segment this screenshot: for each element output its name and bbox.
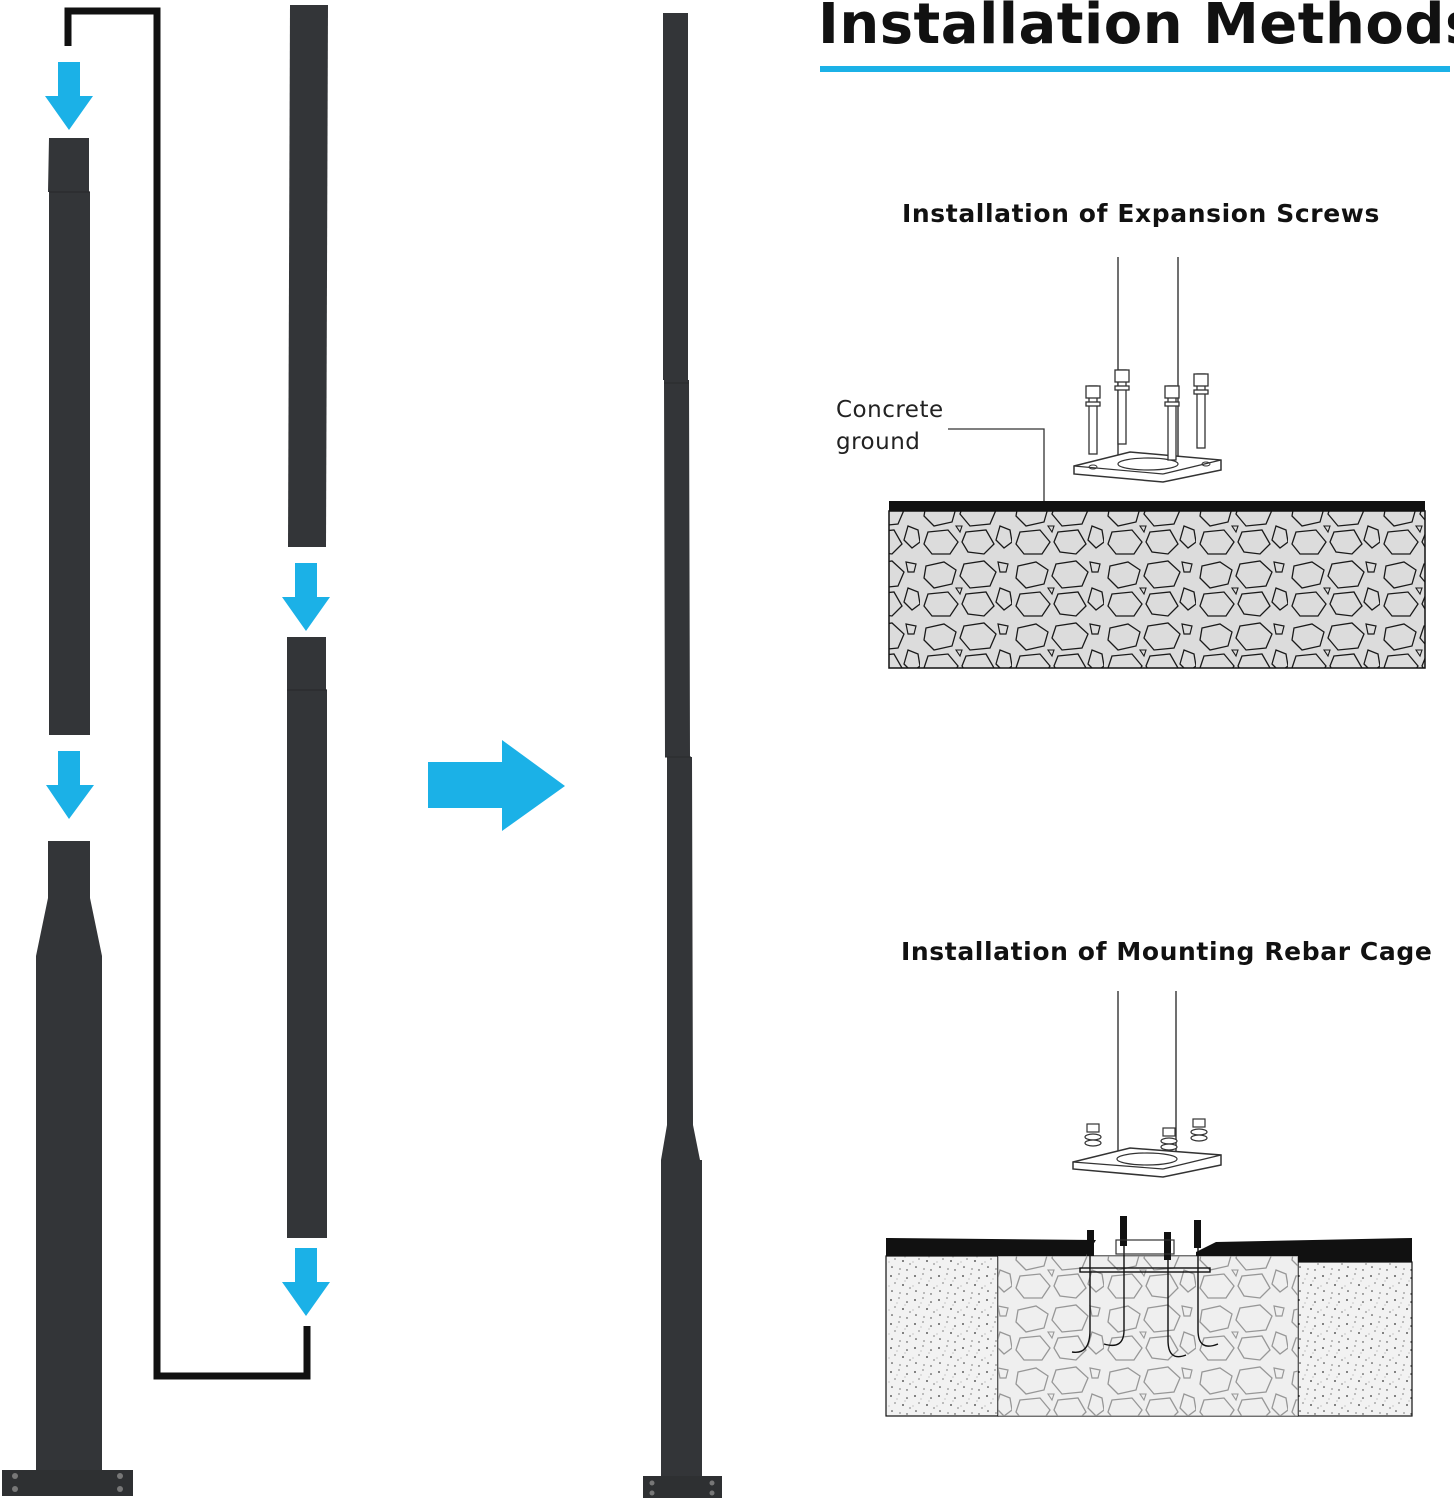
concrete-ground-label: Concrete ground [836, 394, 944, 458]
pole-section-top-left [48, 138, 90, 735]
down-arrow-icon [282, 1248, 330, 1316]
callout-line-2: ground [836, 429, 921, 455]
down-arrow-icon [46, 751, 94, 819]
page-title: Installation Methods [818, 0, 1454, 57]
title-underline [820, 66, 1450, 72]
down-arrow-icon [282, 563, 330, 631]
pole-section-top-middle [288, 5, 328, 547]
down-arrow-icon [45, 62, 93, 130]
right-arrow-icon [428, 740, 565, 831]
pole-section-base [2, 841, 133, 1496]
callout-line-1: Concrete [836, 397, 944, 423]
expansion-screws-illustration [888, 257, 1426, 669]
assembled-pole [643, 13, 722, 1498]
section-title-rebar-cage: Installation of Mounting Rebar Cage [901, 937, 1433, 966]
section-title-expansion-screws: Installation of Expansion Screws [902, 199, 1380, 228]
rebar-cage-illustration [885, 991, 1413, 1417]
pole-section-middle [287, 637, 327, 1238]
assembly-connector-line [64, 7, 311, 1380]
